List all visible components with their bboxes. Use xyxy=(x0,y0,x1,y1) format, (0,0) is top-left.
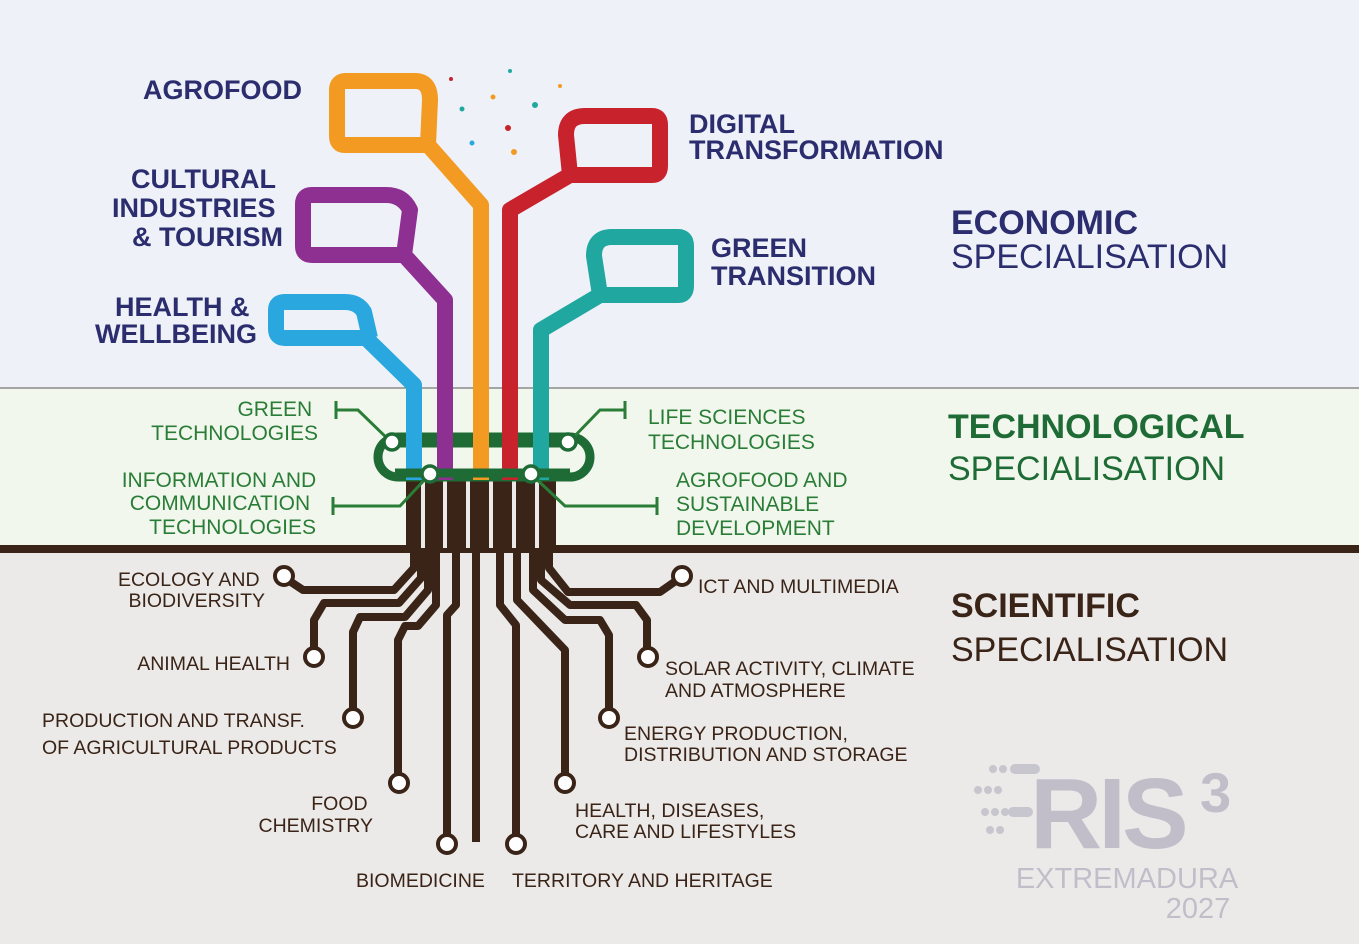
branch-agrofood xyxy=(329,73,489,478)
confetti-dots xyxy=(449,69,562,155)
scientific-title-regular: SPECIALISATION xyxy=(951,631,1228,669)
label-food-chemistry: FOOD CHEMISTRY xyxy=(259,793,374,837)
branch-health xyxy=(268,294,422,478)
label-biomedicine: BIOMEDICINE xyxy=(356,870,485,892)
logo-wordmark: RIS xyxy=(1030,758,1185,870)
tech-connectors xyxy=(331,401,659,515)
node-green-tech xyxy=(382,432,402,452)
economic-title-regular: SPECIALISATION xyxy=(951,238,1228,276)
node-agrofood-sust xyxy=(521,464,541,484)
logo-superscript: 3 xyxy=(1200,761,1231,824)
label-health-diseases: HEALTH, DISEASES, CARE AND LIFESTYLES xyxy=(575,800,796,843)
label-life-sciences: LIFE SCIENCES TECHNOLOGIES xyxy=(648,406,815,454)
node-production xyxy=(342,707,364,729)
node-ict xyxy=(420,464,440,484)
branch-cultural xyxy=(295,187,453,478)
label-ict-multimedia: ICT AND MULTIMEDIA xyxy=(698,576,899,598)
trunk xyxy=(406,478,556,548)
label-ecology: ECOLOGY AND BIODIVERSITY xyxy=(118,569,265,612)
economic-branches xyxy=(268,73,694,478)
label-territory: TERRITORY AND HERITAGE xyxy=(512,870,773,892)
label-agrofood-sustainable: AGROFOOD AND SUSTAINABLE DEVELOPMENT xyxy=(676,469,853,540)
label-animal-health: ANIMAL HEALTH xyxy=(137,653,290,675)
node-solar xyxy=(637,646,659,668)
node-ecology xyxy=(273,565,295,587)
node-health-diseases xyxy=(554,772,576,794)
logo-year: 2027 xyxy=(1166,893,1231,925)
branch-green xyxy=(533,229,694,478)
economic-title-bold: ECONOMIC xyxy=(951,204,1138,242)
technological-title-bold: TECHNOLOGICAL xyxy=(948,408,1245,446)
label-ict: INFORMATION AND COMMUNICATION TECHNOLOGI… xyxy=(122,469,322,539)
technological-title-regular: SPECIALISATION xyxy=(948,450,1225,488)
branch-digital xyxy=(502,108,668,478)
label-solar: SOLAR ACTIVITY, CLIMATE AND ATMOSPHERE xyxy=(665,658,920,702)
ris3-logo: RIS 3 EXTREMADURA 2027 xyxy=(974,758,1239,925)
node-food-chemistry xyxy=(388,772,410,794)
tech-nodes xyxy=(382,432,578,484)
root-nodes xyxy=(273,565,693,855)
node-biomedicine xyxy=(436,833,458,855)
label-health: HEALTH & WELLBEING xyxy=(95,292,257,349)
node-life-sciences xyxy=(558,432,578,452)
technological-band xyxy=(0,388,1359,548)
ground-line xyxy=(0,545,1359,553)
scientific-band xyxy=(0,548,1359,944)
label-digital: DIGITAL TRANSFORMATION xyxy=(689,109,943,165)
label-energy: ENERGY PRODUCTION, DISTRIBUTION AND STOR… xyxy=(624,723,908,766)
label-production: PRODUCTION AND TRANSF. OF AGRICULTURAL P… xyxy=(42,710,337,759)
node-animal-health xyxy=(303,646,325,668)
label-green-technologies: GREEN TECHNOLOGIES xyxy=(151,398,318,445)
label-agrofood: AGROFOOD xyxy=(143,75,302,105)
economic-band xyxy=(0,0,1359,388)
logo-speed-dots xyxy=(974,764,1040,834)
node-territory xyxy=(505,833,527,855)
logo-region: EXTREMADURA xyxy=(1016,863,1239,895)
node-energy xyxy=(598,707,620,729)
node-ict-multimedia xyxy=(671,565,693,587)
label-cultural: CULTURAL INDUSTRIES & TOURISM xyxy=(112,164,283,252)
scientific-title-bold: SCIENTIFIC xyxy=(951,587,1140,625)
label-green: GREEN TRANSITION xyxy=(711,233,876,291)
